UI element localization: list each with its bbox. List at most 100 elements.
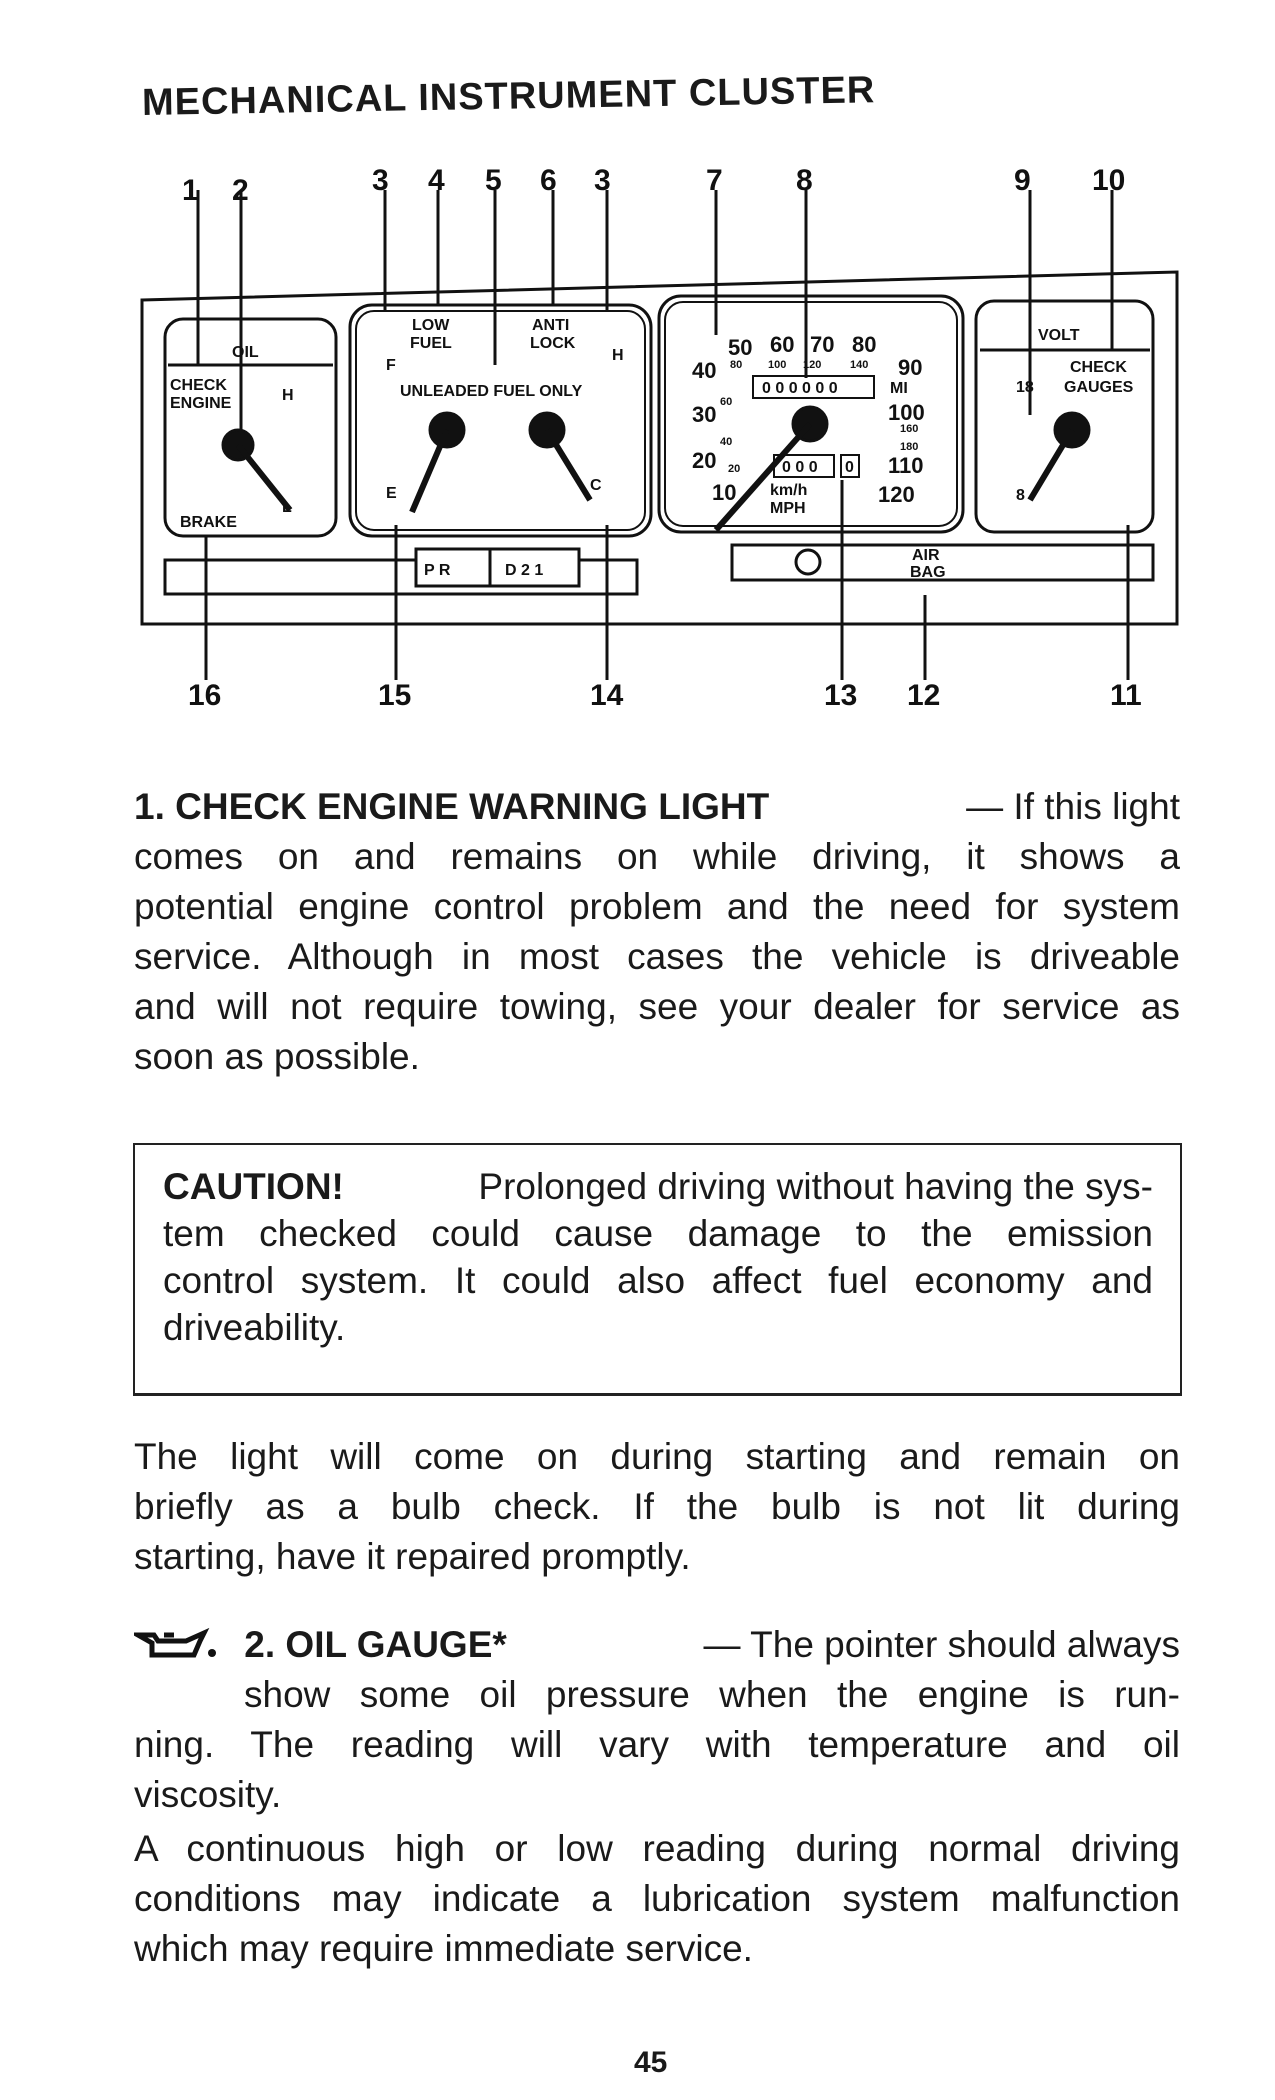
trip-tenth-readout: 0: [845, 459, 854, 476]
mph-label: MPH: [770, 500, 806, 517]
mph-70: 70: [810, 332, 834, 357]
callout-14: 14: [590, 679, 624, 710]
low-fuel-label-2: FUEL: [410, 335, 452, 352]
kmh-120: 120: [803, 359, 821, 371]
fuel-e-label: E: [386, 485, 397, 502]
low-fuel-label: LOW: [412, 317, 450, 334]
callout-5: 5: [485, 164, 502, 197]
callout-2: 2: [232, 174, 249, 207]
prnd-indicator: [414, 547, 581, 588]
text-line: comes on and remains on while driving, i…: [134, 836, 1180, 877]
air-bag-label-2: BAG: [910, 564, 946, 581]
kmh-40: 40: [720, 436, 732, 448]
unleaded-fuel-label: UNLEADED FUEL ONLY: [400, 383, 583, 400]
speedometer-face: [657, 294, 965, 534]
anti-lock-label-2: LOCK: [530, 335, 576, 352]
mph-20: 20: [692, 448, 716, 473]
text-line: Prolonged driving without having the sys…: [478, 1166, 1153, 1207]
callout-3b: 3: [594, 164, 611, 197]
check-engine-label: CHECK: [170, 377, 227, 394]
oil-l-label: L: [282, 499, 292, 516]
section-heading: 2. OIL GAUGE*: [244, 1624, 507, 1665]
air-bag-label: AIR: [912, 547, 940, 564]
text-line: and will not require towing, see your de…: [134, 986, 1180, 1027]
callout-6: 6: [540, 164, 557, 197]
warning-strip: [163, 558, 639, 596]
kmh-label: km/h: [770, 482, 807, 499]
text-line: viscosity.: [134, 1774, 282, 1815]
callout-11: 11: [1110, 679, 1142, 710]
caution-text: CAUTION! Prolonged driving without having…: [163, 1163, 1153, 1351]
text-line: show some oil pressure when the engine i…: [244, 1674, 1180, 1715]
check-engine-label-2: ENGINE: [170, 395, 232, 412]
callout-4: 4: [428, 164, 445, 197]
text-line: ning. The reading will vary with tempera…: [134, 1724, 1180, 1765]
kmh-180: 180: [900, 441, 918, 453]
oil-h-label: H: [282, 387, 294, 404]
caution-box: CAUTION! Prolonged driving without having…: [133, 1143, 1182, 1396]
mi-label: MI: [890, 380, 908, 397]
volt-label: VOLT: [1038, 327, 1080, 344]
airbag-strip: [730, 543, 1155, 582]
text-line: — The pointer should always: [703, 1624, 1180, 1665]
kmh-100: 100: [768, 359, 786, 371]
check-engine-paragraph: 1. CHECK ENGINE WARNING LIGHT — If this l…: [134, 782, 1180, 1082]
callout-13: 13: [824, 679, 857, 710]
callout-1: 1: [182, 174, 199, 207]
mph-110: 110: [888, 453, 924, 478]
mph-50: 50: [728, 335, 752, 360]
d21-label: D 2 1: [505, 562, 543, 579]
text-line: starting, have it repaired promptly.: [134, 1536, 691, 1577]
mph-40: 40: [692, 358, 716, 383]
text-line: control system. It could also affect fue…: [163, 1260, 1153, 1301]
callout-9: 9: [1014, 164, 1031, 197]
anti-lock-label: ANTI: [532, 317, 569, 334]
temp-h-label: H: [612, 347, 624, 364]
odometer-readout: 0 0 0 0 0 0: [762, 380, 838, 397]
oil-can-icon: [128, 1627, 216, 1658]
mph-10: 10: [712, 480, 736, 505]
prnd-label: P R: [424, 562, 451, 579]
text-line: potential engine control problem and the…: [134, 886, 1180, 927]
voltmeter-face: [974, 299, 1155, 534]
bulb-check-paragraph: The light will come on during starting a…: [134, 1432, 1180, 1582]
brake-label: BRAKE: [180, 514, 237, 531]
callout-8: 8: [796, 164, 813, 197]
callout-12: 12: [907, 679, 940, 710]
text-line: conditions may indicate a lubrication sy…: [134, 1878, 1180, 1919]
callout-16: 16: [188, 679, 221, 710]
page-title: MECHANICAL INSTRUMENT CLUSTER: [141, 69, 876, 124]
callout-10: 10: [1092, 164, 1125, 197]
cluster-outline: [140, 270, 1179, 626]
text-line: briefly as a bulb check. If the bulb is …: [134, 1486, 1180, 1527]
mph-120: 120: [878, 482, 915, 507]
temp-c-label: C: [590, 477, 602, 494]
check-gauges-label: CHECK: [1070, 359, 1127, 376]
text-line: A continuous high or low reading during …: [134, 1828, 1180, 1869]
trip-readout: 0 0 0: [782, 459, 818, 476]
text-line: which may require immediate service.: [134, 1928, 753, 1969]
callout-3: 3: [372, 164, 389, 197]
kmh-80: 80: [730, 359, 742, 371]
callout-7: 7: [706, 164, 723, 197]
text-line: The light will come on during starting a…: [134, 1436, 1180, 1477]
text-line: — If this light: [966, 786, 1180, 827]
kmh-140: 140: [850, 359, 868, 371]
caution-heading: CAUTION!: [163, 1166, 344, 1207]
oil-gauge-paragraph: 2. OIL GAUGE* — The pointer should always…: [128, 1620, 1180, 1820]
mph-80: 80: [852, 332, 876, 357]
oil-reading-paragraph: A continuous high or low reading during …: [134, 1824, 1180, 1974]
instrument-cluster-diagram: 1 2 3 4 5 6 3 7 8 9 10 16 15 14 13 12 11…: [140, 164, 1179, 710]
check-gauges-label-2: GAUGES: [1064, 379, 1134, 396]
mph-100: 100: [888, 400, 925, 425]
section-heading: 1. CHECK ENGINE WARNING LIGHT: [134, 786, 770, 827]
oil-label: OIL: [232, 344, 259, 361]
volt-18-label: 18: [1016, 379, 1034, 396]
mph-60: 60: [770, 332, 794, 357]
text-line: driveability.: [163, 1307, 346, 1348]
text-line: tem checked could cause damage to the em…: [163, 1213, 1153, 1254]
text-line: soon as possible.: [134, 1036, 420, 1077]
text-line: service. Although in most cases the vehi…: [134, 936, 1180, 977]
callout-15: 15: [378, 679, 411, 710]
fuel-temp-gauge-face: [348, 303, 653, 538]
